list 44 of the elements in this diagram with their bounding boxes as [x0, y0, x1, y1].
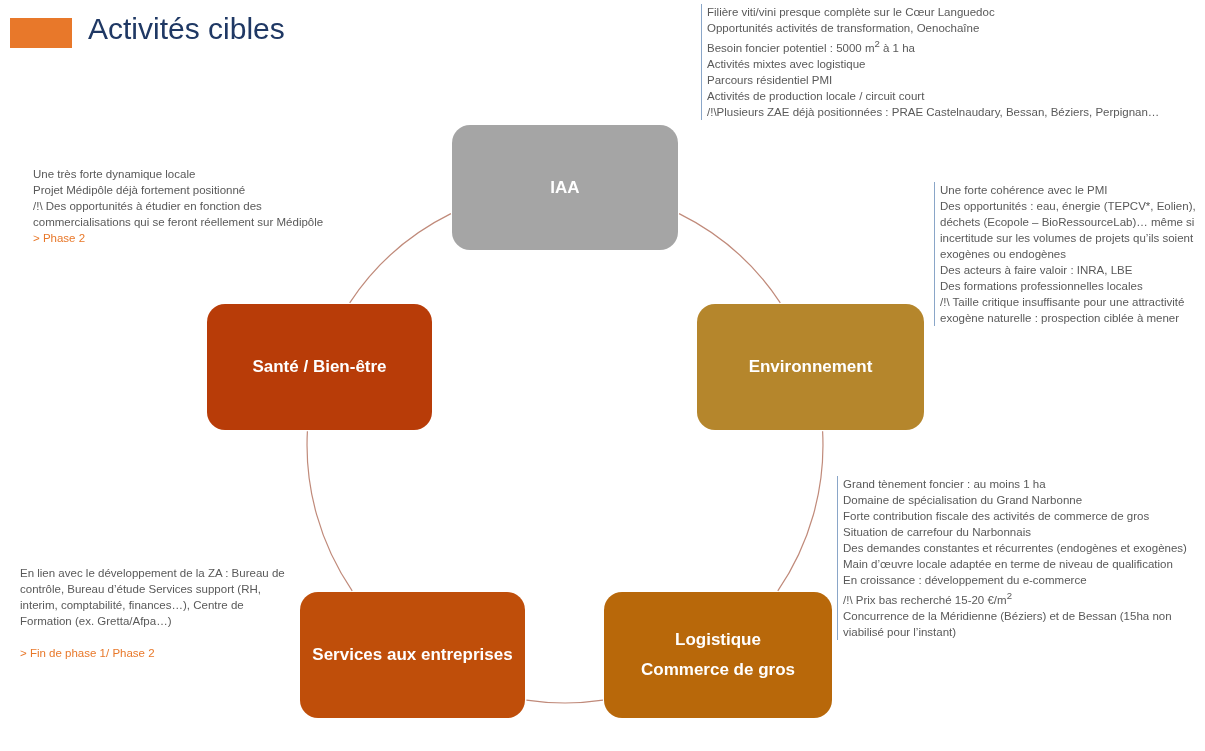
note-text: Des formations professionnelles locales: [940, 279, 1144, 294]
note-text: Activités mixtes avec logistique: [707, 56, 867, 72]
note-text: /!\ Des opportunités à étudier en fonction des commercialisations qui se feront réellement sur Médipôle: [33, 199, 325, 230]
cycle-connector: [525, 699, 604, 704]
note-text: Opportunités activités de transformation, Oenochaîne: [707, 21, 981, 36]
note-text: Situation de carrefour du Narbonnais: [843, 525, 1032, 540]
category-box: [697, 304, 924, 430]
note-text: /!\ Taille critique insuffisante pour une attractivité exogène naturelle : prospection ciblée à mener: [940, 295, 1186, 326]
cycle-connector: [306, 430, 353, 592]
category-label: Commerce de gros: [641, 659, 795, 681]
category-label: Environnement: [748, 356, 873, 379]
note-text: Domaine de spécialisation du Grand Narbonne: [843, 493, 1084, 508]
category-box: [300, 592, 525, 718]
note-text: Une très forte dynamique locale: [33, 167, 197, 182]
category-label: Logistique: [675, 629, 761, 652]
note-text: En croissance : développement du e-commerce: [843, 573, 1088, 588]
note-text: Forte contribution fiscale des activités de commerce de gros: [843, 509, 1151, 524]
phase-note: > Fin de phase 1/ Phase 2: [20, 646, 156, 661]
note-text: Activités de production locale / circuit court: [707, 88, 926, 104]
category-label: Santé / Bien-être: [252, 356, 387, 379]
category-label: IAA: [550, 176, 580, 199]
category-label: Services aux entreprises: [312, 644, 513, 667]
note-text: Des demandes constantes et récurrentes (endogènes et exogènes): [843, 541, 1188, 556]
category-box: [207, 304, 432, 430]
note-text: Main d’œuvre locale adaptée en terme de niveau de qualification: [843, 557, 1174, 572]
note-text: Grand tènement foncier : au moins 1 ha: [843, 477, 1047, 492]
note-text: Projet Médipôle déjà fortement positionné: [33, 183, 247, 198]
note-text: Parcours résidentiel PMI: [707, 72, 834, 88]
category-box: [604, 592, 832, 718]
cycle-connector: [349, 213, 452, 304]
phase-note: > Phase 2: [33, 231, 87, 246]
note-text: Concurrence de la Méridienne (Béziers) et de Bessan (15ha non viabilisé pour l’instant): [843, 608, 1173, 640]
cycle-connector: [678, 213, 781, 304]
category-box: [452, 125, 678, 250]
note-text: Besoin foncier potentiel : 5000 m$^{2}$ à 1 ha: [707, 37, 916, 56]
note-text: Des acteurs à faire valoir : INRA, LBE: [940, 263, 1134, 278]
cycle-connector: [777, 430, 824, 592]
note-text: Une forte cohérence avec le PMI: [940, 183, 1109, 198]
note-text: Filière viti/vini presque complète sur le Cœur Languedoc: [707, 5, 996, 20]
slide-title: Activités cibles: [88, 12, 285, 46]
note-text: En lien avec le développement de la ZA : Bureau de contrôle, Bureau d’étude Services support (RH, interim, comptabilité, finances…), Centre de Formation (ex. Gretta/Afpa…): [20, 566, 286, 629]
note-text: Des opportunités : eau, énergie (TEPCV*, Eolien), déchets (Ecopole – BioRessourceLab)… même si incertitude sur les volumes de projets qu’ils soient exogènes ou endogènes: [940, 199, 1197, 262]
note-text: /!\Plusieurs ZAE déjà positionnées : PRAE Castelnaudary, Bessan, Béziers, Perpignan…: [707, 104, 1161, 120]
note-text: /!\ Prix bas recherché 15-20 €/m$^{2}$: [843, 589, 1013, 608]
